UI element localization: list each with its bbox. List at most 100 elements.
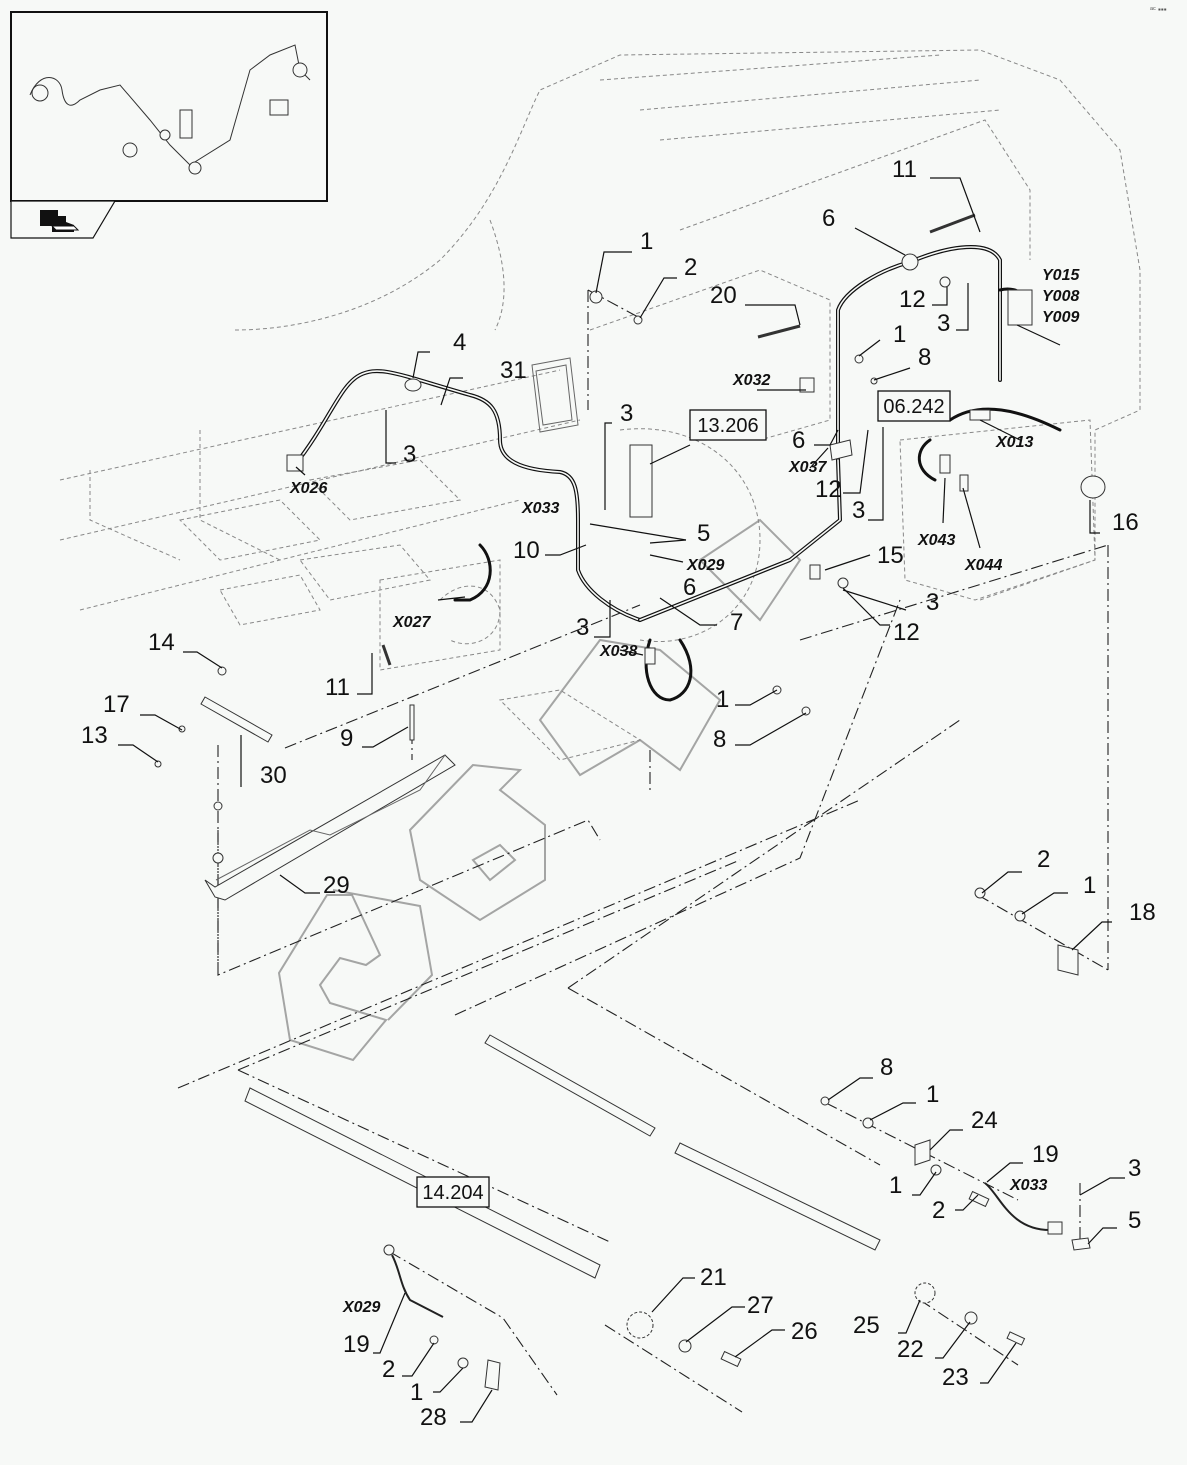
callout-6[interactable]: 6 <box>683 574 696 601</box>
callout-1[interactable]: 1 <box>1083 872 1096 899</box>
callout-10[interactable]: 10 <box>513 537 540 564</box>
svg-text:13.206: 13.206 <box>697 415 758 437</box>
callout-6[interactable]: 6 <box>792 427 805 454</box>
reference-box-14204[interactable]: 14.204 <box>416 1176 490 1208</box>
connector-label-X037[interactable]: X037 <box>788 459 827 476</box>
callout-3[interactable]: 3 <box>403 441 416 468</box>
callout-23[interactable]: 23 <box>942 1364 969 1391</box>
callout-3[interactable]: 3 <box>620 400 633 427</box>
connector-label-X044[interactable]: X044 <box>964 557 1002 574</box>
bracket-28 <box>484 1359 501 1391</box>
callout-3[interactable]: 3 <box>852 497 865 524</box>
connector-label-X013[interactable]: X013 <box>995 434 1033 451</box>
watermark-logo <box>277 518 802 1062</box>
bracket-18[interactable] <box>1057 944 1079 976</box>
callout-25[interactable]: 25 <box>853 1312 880 1339</box>
callout-8[interactable]: 8 <box>713 726 726 753</box>
callout-27[interactable]: 27 <box>747 1292 774 1319</box>
callout-9[interactable]: 9 <box>340 725 353 752</box>
callout-2[interactable]: 2 <box>382 1356 395 1383</box>
connector-label-X026[interactable]: X026 <box>289 480 327 497</box>
callout-3[interactable]: 3 <box>926 589 939 616</box>
module-13206 <box>629 444 653 518</box>
valve-block <box>1007 289 1033 326</box>
machine-frame-outline <box>59 49 1141 761</box>
callout-18[interactable]: 18 <box>1129 899 1156 926</box>
svg-text:14.204: 14.204 <box>422 1182 483 1204</box>
callout-2[interactable]: 2 <box>684 254 697 281</box>
bushing-16 <box>1080 475 1106 499</box>
callout-1[interactable]: 1 <box>893 321 906 348</box>
reference-box-13206[interactable]: 13.206 <box>689 409 767 441</box>
wiring-harness[interactable] <box>293 245 1062 702</box>
callout-1[interactable]: 1 <box>926 1081 939 1108</box>
clip-4 <box>404 378 422 392</box>
connector-label-X033-detail[interactable]: X033 <box>1009 1177 1047 1194</box>
callout-28[interactable]: 28 <box>420 1404 447 1431</box>
channel-29 <box>204 754 456 901</box>
callout-7[interactable]: 7 <box>730 609 743 636</box>
clip-6 <box>901 253 919 271</box>
callout-4[interactable]: 4 <box>453 329 466 356</box>
callout-8[interactable]: 8 <box>918 344 931 371</box>
callout-17[interactable]: 17 <box>103 691 130 718</box>
callout-11[interactable]: 11 <box>325 674 350 701</box>
callout-8[interactable]: 8 <box>880 1054 893 1081</box>
leader-lines <box>118 177 1125 1423</box>
callout-1[interactable]: 1 <box>410 1379 423 1406</box>
connector-label-X029-detail[interactable]: X029 <box>342 1299 380 1316</box>
callout-12[interactable]: 12 <box>893 619 920 646</box>
roller-right <box>674 1142 881 1251</box>
callout-30[interactable]: 30 <box>260 762 287 789</box>
connector-label-X032[interactable]: X032 <box>732 372 770 389</box>
connector-label-X027[interactable]: X027 <box>392 614 431 631</box>
connector-label-Y008[interactable]: Y008 <box>1042 288 1079 305</box>
callout-15[interactable]: 15 <box>877 542 904 569</box>
callout-14[interactable]: 14 <box>148 629 175 656</box>
callout-22[interactable]: 22 <box>897 1336 924 1363</box>
callout-13[interactable]: 13 <box>81 722 108 749</box>
callout-2[interactable]: 2 <box>1037 846 1050 873</box>
callout-12[interactable]: 12 <box>899 286 926 313</box>
return-arrow-icon[interactable] <box>40 210 80 232</box>
connector-X026-body <box>286 454 304 472</box>
plate-24 <box>914 1139 931 1166</box>
callout-3[interactable]: 3 <box>576 614 589 641</box>
sprocket-25 <box>914 1282 936 1304</box>
callout-20[interactable]: 20 <box>710 282 737 309</box>
connector-label-X029[interactable]: X029 <box>686 557 724 574</box>
corner-mark: ᵃᶜ ▪▪▪ <box>1150 5 1167 14</box>
callout-29[interactable]: 29 <box>323 872 350 899</box>
callout-3[interactable]: 3 <box>937 310 950 337</box>
callout-3[interactable]: 3 <box>1128 1155 1141 1182</box>
svg-text:06.242: 06.242 <box>883 396 944 418</box>
components <box>154 213 1106 1391</box>
callout-2[interactable]: 2 <box>932 1197 945 1224</box>
callout-12[interactable]: 12 <box>815 476 842 503</box>
callout-6[interactable]: 6 <box>822 205 835 232</box>
callouts: 11 6 1 2 20 12 3 1 8 4 31 3 3 6 12 3 5 1… <box>81 156 1156 1431</box>
harness-overview-inset[interactable] <box>10 11 328 239</box>
reference-box-06242[interactable]: 06.242 <box>877 390 951 422</box>
callout-11[interactable]: 11 <box>892 156 917 183</box>
callout-24[interactable]: 24 <box>971 1107 998 1134</box>
callout-19[interactable]: 19 <box>1032 1141 1059 1168</box>
callout-5[interactable]: 5 <box>697 520 710 547</box>
callout-26[interactable]: 26 <box>791 1318 818 1345</box>
callout-1[interactable]: 1 <box>640 228 653 255</box>
connector-label-X033[interactable]: X033 <box>521 500 559 517</box>
callout-31[interactable]: 31 <box>500 357 527 384</box>
harness-thumbnail <box>29 44 311 175</box>
connector-label-X043[interactable]: X043 <box>917 532 955 549</box>
callout-19[interactable]: 19 <box>343 1331 370 1358</box>
callout-1[interactable]: 1 <box>889 1172 902 1199</box>
connector-label-X038[interactable]: X038 <box>599 643 637 660</box>
connector-label-Y009[interactable]: Y009 <box>1042 309 1079 326</box>
callout-5[interactable]: 5 <box>1128 1207 1141 1234</box>
connector-label-Y015[interactable]: Y015 <box>1042 267 1080 284</box>
callout-16[interactable]: 16 <box>1112 509 1139 536</box>
callout-21[interactable]: 21 <box>700 1264 727 1291</box>
callout-1[interactable]: 1 <box>716 686 729 713</box>
tube-30 <box>200 696 273 743</box>
